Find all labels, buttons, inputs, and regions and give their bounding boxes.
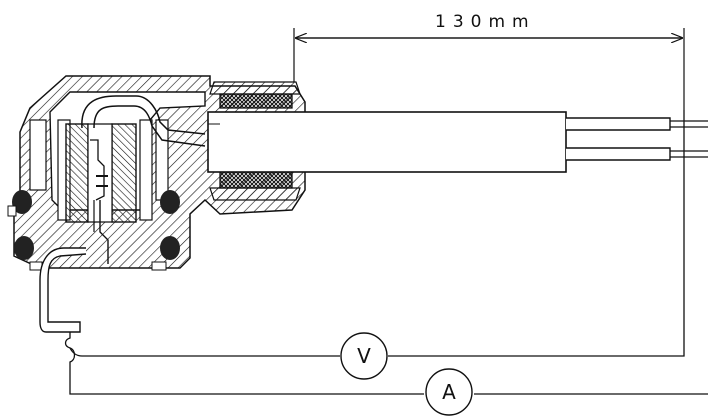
dimension-130mm: 130mm: [293, 12, 685, 110]
contact-terminal: [81, 95, 206, 264]
ammeter-symbol: A: [442, 380, 456, 404]
measurement-circuit: [64, 110, 708, 395]
exposed-wires: [566, 117, 708, 161]
voltmeter-symbol: V: [357, 344, 371, 368]
cable-grommet: [209, 81, 301, 201]
terminal-lead: [39, 247, 87, 333]
dimension-label: 130mm: [435, 12, 536, 32]
terminal-insulator: [65, 123, 137, 223]
cable-jacket: [207, 111, 567, 173]
voltmeter: V: [340, 332, 388, 380]
seal-rings: [7, 190, 180, 271]
ammeter: A: [425, 368, 473, 416]
